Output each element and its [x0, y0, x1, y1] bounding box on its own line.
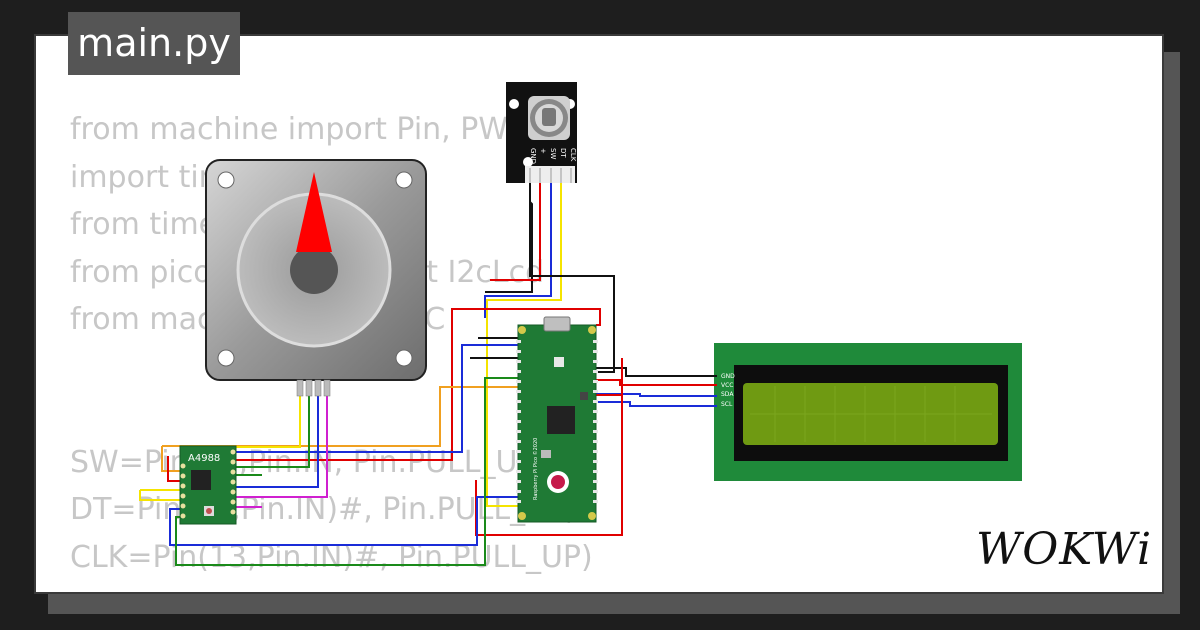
raspberry-pi-pico[interactable]: Raspberry Pi Pico ©2020 — [516, 316, 598, 523]
encoder-pin-sw: SW — [549, 148, 557, 159]
motor-needle-icon — [296, 172, 332, 252]
rotary-encoder[interactable]: GND + SW DT CLK — [506, 82, 577, 183]
wires — [139, 183, 717, 566]
lcd-pin-sda: SDA — [721, 391, 734, 398]
encoder-pin-clk: CLK — [569, 148, 577, 162]
lcd-pin-scl: SCL — [721, 401, 733, 408]
file-tab[interactable]: main.py — [68, 12, 240, 75]
encoder-pin-dt: DT — [559, 148, 567, 158]
lcd-pin-vcc: VCC — [721, 382, 733, 389]
lcd-pin-gnd: GND — [721, 373, 735, 380]
lcd-display[interactable]: GND VCC SDA SCL — [714, 343, 1022, 481]
wokwi-logo: WOKWi — [976, 524, 1153, 575]
driver-label: A4988 — [188, 453, 220, 464]
encoder-pin-gnd: GND — [529, 148, 537, 164]
pico-label: Raspberry Pi Pico ©2020 — [532, 438, 539, 500]
encoder-pin-plus: + — [539, 148, 547, 154]
a4988-driver[interactable]: A4988 — [179, 445, 237, 525]
stepper-motor[interactable] — [205, 159, 427, 397]
